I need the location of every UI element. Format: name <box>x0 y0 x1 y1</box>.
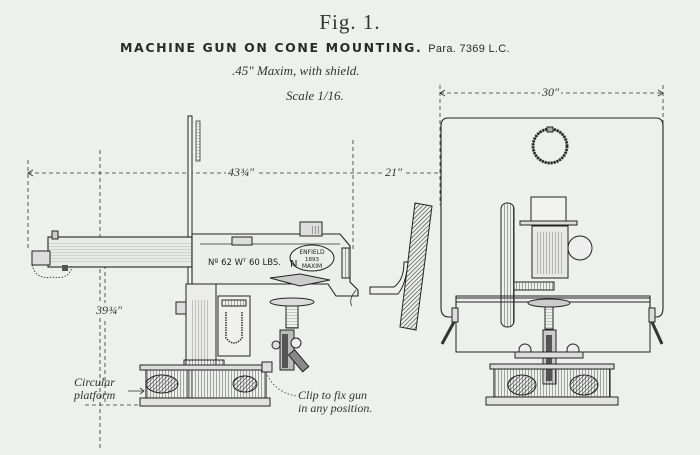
title-text: MACHINE GUN ON CONE MOUNTING. <box>120 40 423 55</box>
maker-marking: ENFIELD <box>299 249 325 256</box>
gun-receiver <box>191 221 359 297</box>
gun-mark-letter: N <box>290 259 297 270</box>
year-marking: 1893 <box>305 257 319 263</box>
front-circular-platform <box>485 363 619 406</box>
circular-platform-side <box>139 361 297 407</box>
dimension-shield-offset: 21" <box>383 165 405 180</box>
cone-mount-column <box>175 283 251 369</box>
dimension-gun-length: 43¾" <box>226 165 257 180</box>
dimension-shield-width: 30" <box>540 85 562 100</box>
figure-subtitle: .45" Maxim, with shield. <box>232 63 360 78</box>
scale-label: Scale 1/16. <box>286 88 344 103</box>
elevating-gear <box>269 297 315 373</box>
paragraph-ref: Para. 7369 L.C. <box>428 43 510 55</box>
annotation-clip: Clip to fix gun in any position. <box>298 388 373 415</box>
shield-side-profile <box>350 202 433 331</box>
gun-serial-marking: Nº 62 Wᵀ 60 LBS. <box>208 258 281 268</box>
gun-barrel-jacket <box>31 230 193 278</box>
front-gun-body <box>500 202 593 328</box>
annotation-circular-platform: Circular platform <box>74 375 116 402</box>
type-marking: MAXIM <box>302 263 322 270</box>
annotation-leaders <box>128 387 145 395</box>
figure-number: Fig. 1. <box>319 10 381 34</box>
dimension-height: 39¾" <box>94 303 125 318</box>
figure-title: MACHINE GUN ON CONE MOUNTING. Para. 7369 … <box>120 40 510 55</box>
